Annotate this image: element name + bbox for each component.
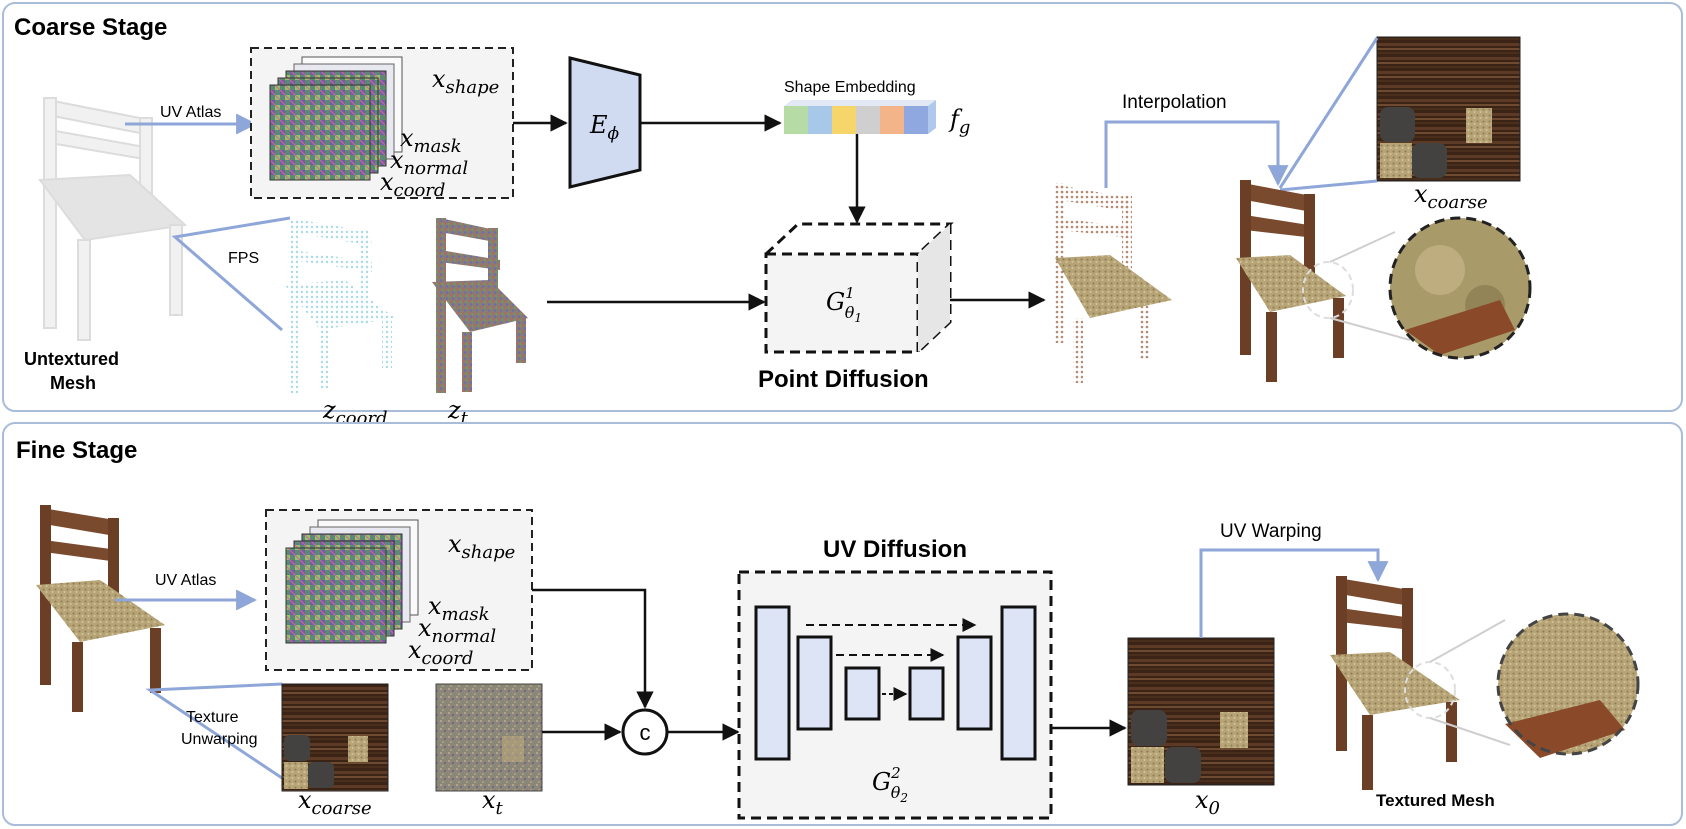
coarse-uv-texture-patch-4 — [1466, 108, 1492, 143]
final-textured-chair — [1330, 576, 1460, 790]
concat-label: c — [640, 720, 651, 745]
uv-warping-label: UV Warping — [1220, 521, 1322, 542]
atlas-to-concat-arrow — [532, 588, 654, 709]
fine-stage-title: Fine Stage — [16, 437, 137, 464]
fps-wedge — [171, 216, 291, 332]
fine-x-normal-label: xnormal — [418, 614, 496, 647]
coarse-uv-texture-patch-2 — [1380, 143, 1412, 178]
interpolation-label: Interpolation — [1122, 92, 1227, 113]
fine-x-shape-label: xshape — [448, 530, 515, 563]
fine-x-mask-label: xmask — [428, 592, 490, 625]
coarse-zoom-line-2 — [1329, 317, 1411, 341]
textured-mesh-label: Textured Mesh — [1376, 791, 1495, 810]
final-zoom-line-2 — [1429, 717, 1511, 746]
untextured-mesh-label-2: Mesh — [50, 373, 96, 393]
coarse-x-coord-label: xcoord — [380, 168, 445, 201]
final-zoom-circle — [1496, 612, 1640, 758]
fps-label: FPS — [228, 250, 259, 267]
point-diffusion-cube — [764, 222, 954, 354]
x0-texture-patch-4 — [1220, 712, 1248, 748]
x0-texture-patch-3 — [1165, 747, 1201, 783]
x0-texture-patch-1 — [1131, 710, 1167, 746]
coarse-texture-link-1 — [1278, 37, 1379, 189]
coarse-zoom-circle — [1388, 216, 1532, 360]
z-t-point-cloud — [432, 218, 528, 393]
point-diffusion-cube-side — [918, 224, 950, 352]
z-t-label: zt — [447, 396, 469, 429]
uv-warping-path — [1199, 548, 1389, 638]
fine-x-coarse-patch-1 — [284, 735, 310, 761]
coarse-x-shape-label: xshape — [432, 65, 499, 98]
z-coord-point-cloud — [285, 218, 395, 393]
coarse-x-normal-label: xnormal — [390, 146, 468, 179]
coarse-stage-title: Coarse Stage — [14, 14, 167, 41]
fine-x-coarse-label: xcoarse — [298, 786, 372, 819]
coarse-texture-link-2 — [1279, 179, 1378, 192]
final-zoom-line-1 — [1429, 619, 1506, 663]
shape-embedding-label: Shape Embedding — [784, 79, 916, 96]
coarse-uv-texture-patch-3 — [1412, 143, 1447, 178]
interpolation-path — [1104, 120, 1289, 188]
coarse-zoom-line-1 — [1329, 231, 1396, 263]
coarse-zoom-source — [1302, 261, 1354, 319]
uv-diffusion-title: UV Diffusion — [823, 536, 967, 563]
coarse-x-coarse-label: xcoarse — [1414, 180, 1488, 213]
fine-x-coord-label: xcoord — [408, 636, 473, 669]
encoder-block — [568, 56, 642, 189]
shape-embedding-vector — [784, 100, 936, 134]
colored-point-cloud-seat — [1055, 255, 1172, 318]
texture-unwarping-label-1: Texture — [186, 709, 239, 726]
fine-uv-map-stack — [285, 519, 419, 644]
x-t-noisy-texture — [435, 683, 543, 792]
fine-uv-atlas-label: UV Atlas — [155, 572, 216, 589]
untextured-mesh-label-1: Untextured — [24, 349, 119, 369]
texture-unwarping-label-2: Unwarping — [181, 731, 257, 748]
fine-input-chair — [36, 505, 165, 712]
encoder-label: Eϕ — [589, 111, 620, 144]
coarse-x-mask-label: xmask — [400, 124, 462, 157]
x0-texture-patch-2 — [1131, 747, 1164, 783]
x-t-noisy-patch — [502, 736, 524, 762]
uv-atlas-label: UV Atlas — [160, 104, 221, 121]
coarse-textured-chair — [1236, 180, 1346, 382]
fine-x-coarse-patch-4 — [348, 736, 368, 762]
coarse-uv-texture-patch-1 — [1380, 107, 1415, 142]
texture-unwarping-wedge — [145, 682, 283, 780]
fine-x-coarse-patch-3 — [308, 762, 334, 788]
fine-x-coarse-patch-2 — [284, 762, 308, 789]
coarse-uv-map-stack — [269, 56, 403, 181]
untextured-mesh-chair — [38, 97, 188, 341]
point-diffusion-label: Point Diffusion — [758, 366, 929, 393]
x0-label: x0 — [1195, 786, 1220, 819]
unet-blocks — [754, 605, 1037, 761]
fine-x-t-label: xt — [482, 786, 504, 819]
